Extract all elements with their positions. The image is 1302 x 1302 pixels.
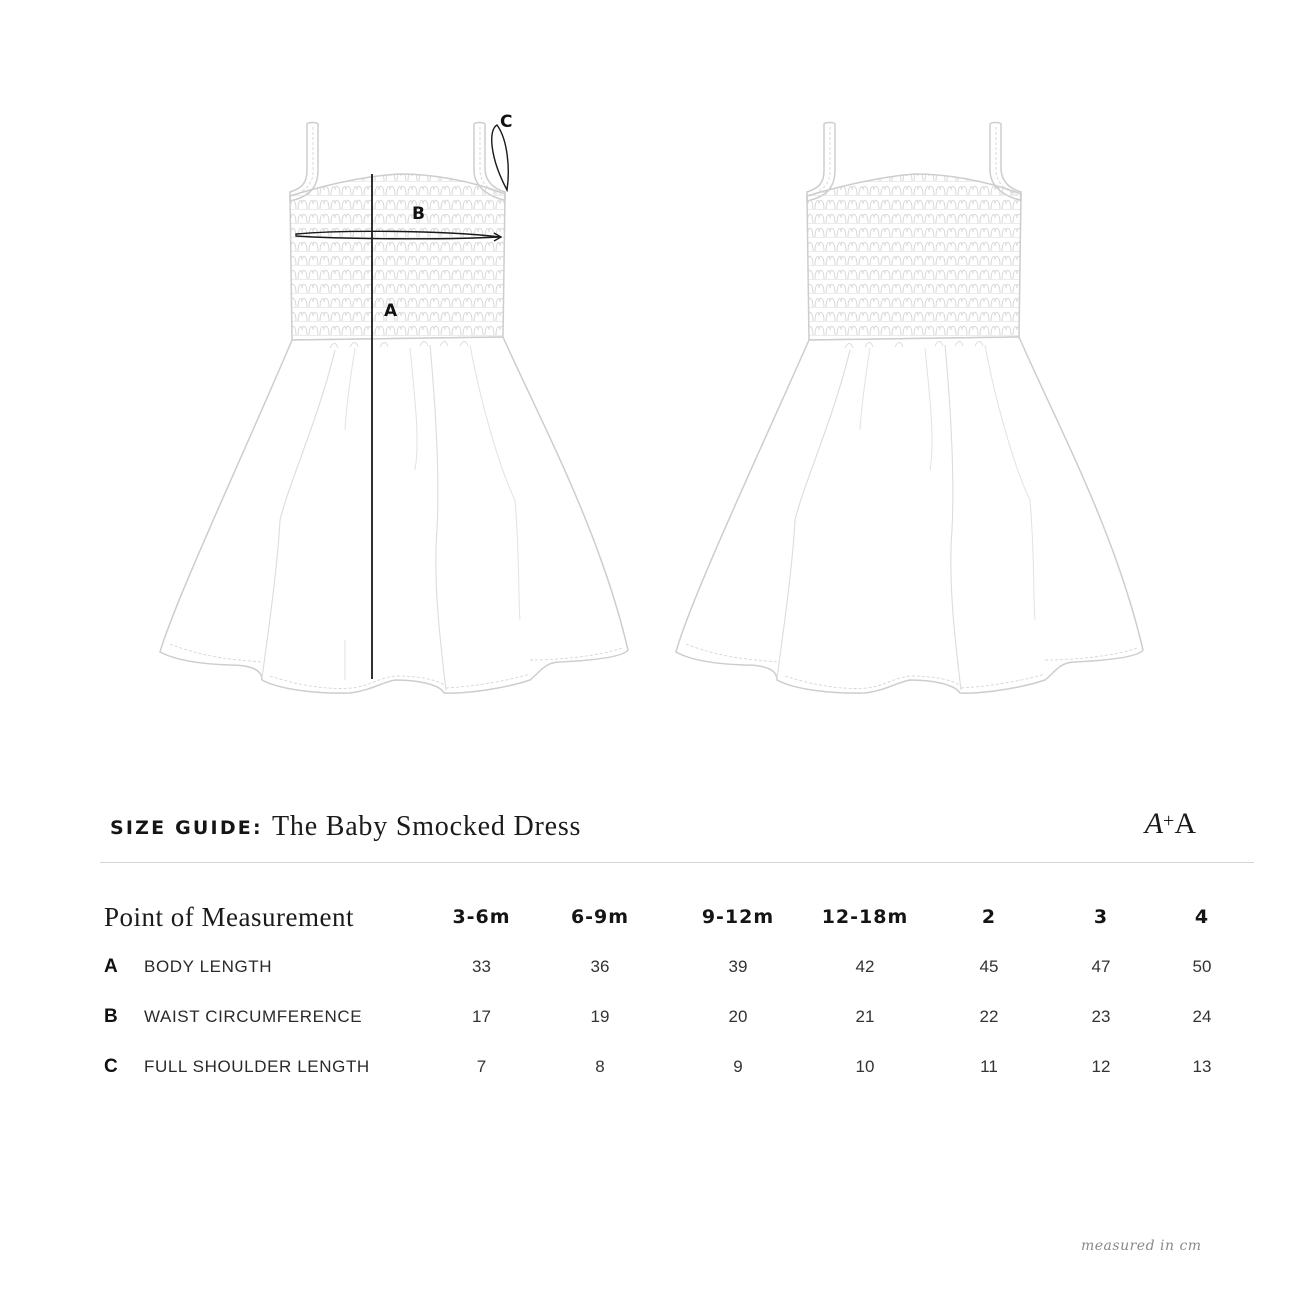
cell-value: 24 <box>1192 1007 1212 1026</box>
front-dress-illustration: A B C <box>159 112 629 694</box>
cell-value: 47 <box>1091 957 1111 976</box>
size-header: 2 <box>981 906 997 928</box>
table-row: C FULL SHOULDER LENGTH 7 8 9 10 11 12 13 <box>104 1042 1255 1092</box>
measure-line-c <box>491 124 509 193</box>
table-row: A BODY LENGTH 33 36 39 42 45 47 50 <box>104 942 1255 992</box>
label-c: C <box>500 112 512 132</box>
cell-value: 42 <box>855 957 875 976</box>
size-header: 3-6m <box>452 906 511 928</box>
cell-value: 13 <box>1192 1057 1212 1076</box>
cell-value: 17 <box>472 1007 491 1026</box>
size-header: 4 <box>1194 906 1210 928</box>
cell-value: 10 <box>855 1057 875 1076</box>
row-label: FULL SHOULDER LENGTH <box>144 1057 370 1076</box>
size-guide-label: SIZE GUIDE: <box>110 817 263 839</box>
cell-value: 39 <box>728 957 748 976</box>
dress-illustrations: A B C <box>159 112 1144 694</box>
label-b: B <box>412 204 425 224</box>
back-dress-illustration <box>675 121 1144 694</box>
cell-value: 22 <box>979 1007 999 1026</box>
row-letter: C <box>104 1056 118 1077</box>
cell-value: 20 <box>728 1007 748 1026</box>
row-letter: B <box>104 1006 118 1027</box>
cell-value: 19 <box>590 1007 610 1026</box>
table-row: B WAIST CIRCUMFERENCE 17 19 20 21 22 23 … <box>104 992 1255 1042</box>
brand-logo: A+A <box>1144 807 1196 840</box>
cell-value: 36 <box>590 957 610 976</box>
cell-value: 7 <box>476 1057 487 1076</box>
row-label: BODY LENGTH <box>144 957 273 976</box>
cell-value: 33 <box>472 957 491 976</box>
size-header: 6-9m <box>570 906 630 928</box>
row-label: WAIST CIRCUMFERENCE <box>144 1007 363 1026</box>
cell-value: 9 <box>733 1057 743 1076</box>
product-title: The Baby Smocked Dress <box>272 811 582 842</box>
units-footnote: measured in cm <box>1081 1238 1202 1254</box>
size-header: 3 <box>1093 906 1109 928</box>
size-header: 12-18m <box>821 906 909 928</box>
cell-value: 21 <box>855 1007 875 1026</box>
size-guide-header: SIZE GUIDE: The Baby Smocked Dress A+A <box>100 800 1254 863</box>
size-table: Point of Measurement 3-6m 6-9m 9-12m 12-… <box>104 892 1255 1092</box>
size-table-header-row: Point of Measurement 3-6m 6-9m 9-12m 12-… <box>104 892 1255 942</box>
cell-value: 45 <box>979 957 999 976</box>
cell-value: 23 <box>1091 1007 1111 1026</box>
point-of-measurement-header: Point of Measurement <box>104 901 354 932</box>
label-a: A <box>384 301 398 321</box>
cell-value: 50 <box>1192 957 1212 976</box>
cell-value: 12 <box>1091 1057 1111 1076</box>
size-header: 9-12m <box>701 906 775 928</box>
cell-value: 8 <box>595 1057 605 1076</box>
cell-value: 11 <box>980 1057 998 1076</box>
row-letter: A <box>104 956 118 977</box>
